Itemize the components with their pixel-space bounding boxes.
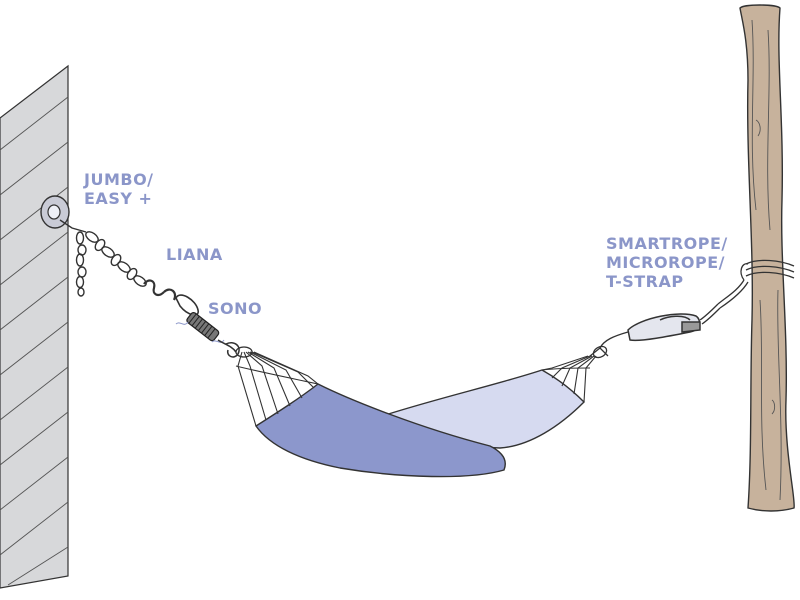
label-liana: LIANA: [166, 245, 223, 264]
tree-trunk: [739, 4, 795, 512]
sono-spring: [175, 312, 240, 358]
label-smartrope-line-1: SMARTROPE/: [606, 234, 728, 253]
hanging-chain: [75, 231, 87, 297]
label-sono-text: SONO: [208, 299, 263, 318]
label-jumbo-line-2: EASY +: [84, 189, 153, 208]
wall: [0, 64, 69, 589]
smartrope: [699, 259, 795, 325]
right-spreader-cords: [541, 355, 597, 403]
label-smartrope-line-3: T-STRAP: [606, 272, 684, 291]
carabiner: [175, 294, 199, 316]
label-liana-text: LIANA: [166, 245, 223, 264]
label-jumbo-easy: JUMBO/ EASY +: [84, 170, 154, 208]
bark-lines: [751, 19, 782, 501]
right-carabiner: [627, 313, 701, 342]
label-smartrope: SMARTROPE/ MICROROPE/ T-STRAP: [606, 234, 728, 291]
hammock: [235, 346, 597, 478]
s-hook: [143, 279, 177, 301]
label-sono: SONO: [208, 299, 262, 318]
label-smartrope-line-2: MICROROPE/: [606, 253, 725, 272]
wall-anchor: [40, 195, 70, 229]
liana-chain: [59, 219, 147, 287]
right-rope-loop: [589, 331, 629, 359]
label-jumbo-line-1: JUMBO/: [84, 170, 154, 189]
motion-marks: [175, 321, 225, 343]
left-end-ring: [235, 346, 253, 358]
